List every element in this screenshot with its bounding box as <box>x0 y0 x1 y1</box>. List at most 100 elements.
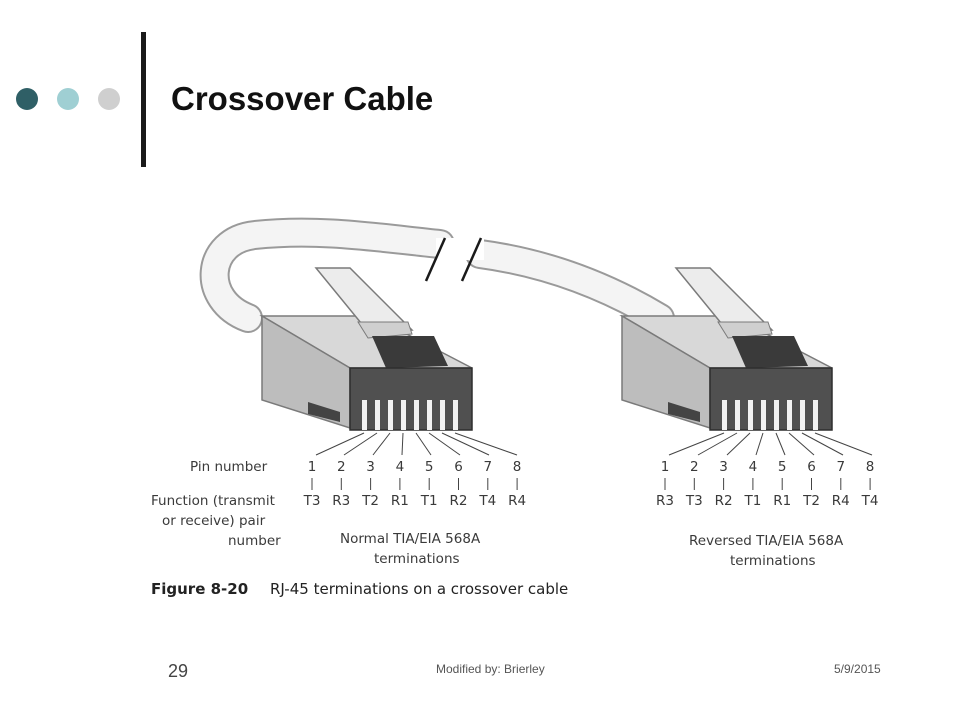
left-pin-function: R1 <box>391 493 409 509</box>
left-latch-base <box>372 336 448 368</box>
right-caption-line-1: Reversed TIA/EIA 568A <box>689 533 844 549</box>
right-latch-base <box>732 336 808 368</box>
right-pin-function: T4 <box>861 493 879 509</box>
left-contact-slot <box>401 400 406 430</box>
left-pin-number: 3 <box>366 459 375 475</box>
title-divider-bar <box>141 32 146 167</box>
function-label-line-1: Function (transmit <box>151 493 275 509</box>
left-leader-line <box>415 432 432 456</box>
left-pin-number: 7 <box>484 459 493 475</box>
left-contact-slot <box>414 400 419 430</box>
dark-teal-bullet-dot-icon <box>16 88 38 110</box>
right-leader-line <box>668 432 725 456</box>
right-contact-slot <box>722 400 727 430</box>
right-contact-slot <box>761 400 766 430</box>
right-pin-function: T2 <box>802 493 820 509</box>
right-pin-number: 6 <box>807 459 816 475</box>
left-pin-function: R4 <box>508 493 526 509</box>
left-pin-number: 2 <box>337 459 346 475</box>
left-pin-function: T1 <box>420 493 438 509</box>
left-leader-line <box>401 432 404 456</box>
right-contact-slot <box>774 400 779 430</box>
left-contact-slot <box>440 400 445 430</box>
gray-bullet-dot-icon <box>98 88 120 110</box>
slide-number: 29 <box>168 661 189 681</box>
left-pin-function: T3 <box>303 493 321 509</box>
left-connector-shadow <box>308 402 340 422</box>
left-leader-line <box>372 432 391 456</box>
right-contact-slot <box>787 400 792 430</box>
cable <box>201 219 673 331</box>
left-pin-number: 1 <box>308 459 317 475</box>
right-pin-function: R4 <box>832 493 850 509</box>
left-leader-lines <box>315 432 518 456</box>
right-pin-function: R2 <box>715 493 733 509</box>
right-leader-line <box>726 432 751 456</box>
left-latch-shoulder <box>357 321 413 339</box>
right-leader-line <box>755 432 764 456</box>
left-connector-face <box>349 367 473 431</box>
left-leader-line <box>343 432 378 456</box>
cable-break-gap <box>436 238 484 260</box>
right-contact-slots <box>722 400 818 430</box>
function-label-line-3: number <box>228 533 281 549</box>
cable-break-mark-right <box>460 237 483 282</box>
left-contact-slots <box>362 400 458 430</box>
right-pin-number: 8 <box>866 459 875 475</box>
right-pin-number: 5 <box>778 459 787 475</box>
right-pin-number: 7 <box>837 459 846 475</box>
left-connector-latch <box>314 267 414 335</box>
right-connector-latch <box>674 267 774 335</box>
left-pin-function: R2 <box>450 493 468 509</box>
left-pin-number: 8 <box>513 459 522 475</box>
right-pin-function: T3 <box>685 493 703 509</box>
pin-number-label: Pin number <box>190 459 268 475</box>
right-leader-line <box>697 432 738 456</box>
function-label-line-2: or receive) pair <box>162 513 266 529</box>
right-contact-slot <box>813 400 818 430</box>
right-pin-function: R3 <box>656 493 674 509</box>
left-contact-slot <box>362 400 367 430</box>
right-contact-slot <box>800 400 805 430</box>
right-pin-number: 3 <box>719 459 728 475</box>
left-pin-function: T2 <box>361 493 379 509</box>
right-leader-line <box>801 432 844 456</box>
left-contact-slot <box>427 400 432 430</box>
left-rj45-connector <box>259 267 518 456</box>
left-contact-slot <box>453 400 458 430</box>
right-pin-number: 4 <box>749 459 758 475</box>
right-rj45-connector <box>619 267 873 456</box>
right-connector-shadow <box>668 402 700 422</box>
right-latch-shoulder <box>717 321 773 339</box>
left-pin-number: 6 <box>454 459 463 475</box>
cable-break-mark-left <box>424 237 447 282</box>
left-contact-slot <box>375 400 380 430</box>
left-leader-line <box>454 432 518 456</box>
left-pin-function: T4 <box>478 493 496 509</box>
right-leader-lines <box>668 432 873 456</box>
light-teal-bullet-dot-icon <box>57 88 79 110</box>
right-connector-face <box>709 367 833 431</box>
right-pin-function: R1 <box>773 493 791 509</box>
left-caption-line-1: Normal TIA/EIA 568A <box>340 531 481 547</box>
left-leader-line <box>315 432 365 456</box>
right-leader-line <box>814 432 873 456</box>
right-caption-line-2: terminations <box>730 553 816 569</box>
left-pin-number: 4 <box>396 459 405 475</box>
left-leader-line <box>428 432 461 456</box>
slide-title: Crossover Cable <box>171 80 434 117</box>
right-pin-number: 2 <box>690 459 699 475</box>
left-leader-line <box>441 432 490 456</box>
footer-date: 5/9/2015 <box>834 662 881 676</box>
left-pin-number: 5 <box>425 459 434 475</box>
right-pin-function: T1 <box>743 493 761 509</box>
right-leader-line <box>788 432 815 456</box>
footer-credit: Modified by: Brierley <box>436 662 545 676</box>
left-contact-slot <box>388 400 393 430</box>
right-contact-slot <box>735 400 740 430</box>
figure-caption-number: Figure 8-20 <box>151 580 248 598</box>
right-contact-slot <box>748 400 753 430</box>
figure-caption-text: RJ-45 terminations on a crossover cable <box>270 580 568 598</box>
right-leader-line <box>775 432 786 456</box>
